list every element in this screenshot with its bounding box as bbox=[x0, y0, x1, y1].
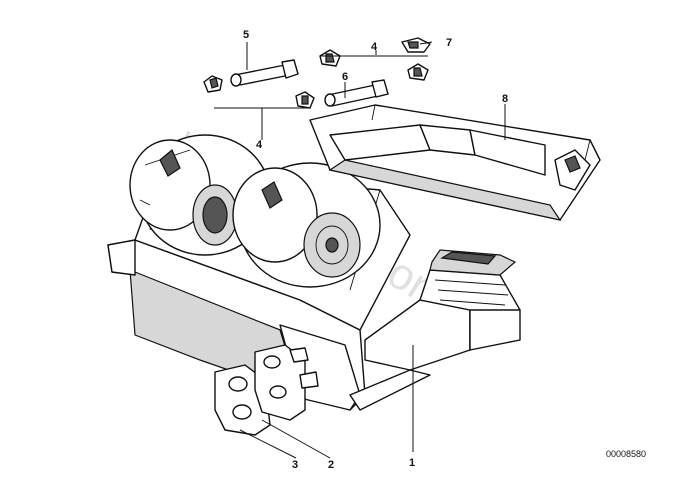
cover-part-8 bbox=[309, 104, 601, 221]
clip-part-4-top bbox=[319, 49, 341, 67]
clip-part-7 bbox=[401, 37, 431, 53]
callout-4-left: 4 bbox=[256, 139, 263, 151]
bolt-part-5 bbox=[230, 59, 299, 87]
callout-4-top: 4 bbox=[371, 41, 378, 53]
callout-6: 6 bbox=[342, 71, 348, 83]
bolt-part-6 bbox=[324, 79, 389, 107]
callout-1: 1 bbox=[409, 457, 415, 469]
leader-lines bbox=[214, 41, 506, 459]
callout-7: 7 bbox=[446, 37, 452, 49]
callout-8: 8 bbox=[502, 93, 508, 105]
mounting-plate-2 bbox=[254, 344, 319, 421]
blower-wheel-right bbox=[232, 162, 381, 288]
reference-number: 00008580 bbox=[606, 449, 646, 459]
clip-part-4-left bbox=[203, 75, 223, 93]
blower-wheel-left bbox=[129, 134, 271, 256]
callout-2: 2 bbox=[328, 459, 334, 471]
callout-3: 3 bbox=[292, 459, 298, 471]
clip-part-4-right bbox=[407, 63, 429, 81]
clip-part-4-mid bbox=[295, 91, 315, 109]
callout-5: 5 bbox=[243, 29, 249, 41]
